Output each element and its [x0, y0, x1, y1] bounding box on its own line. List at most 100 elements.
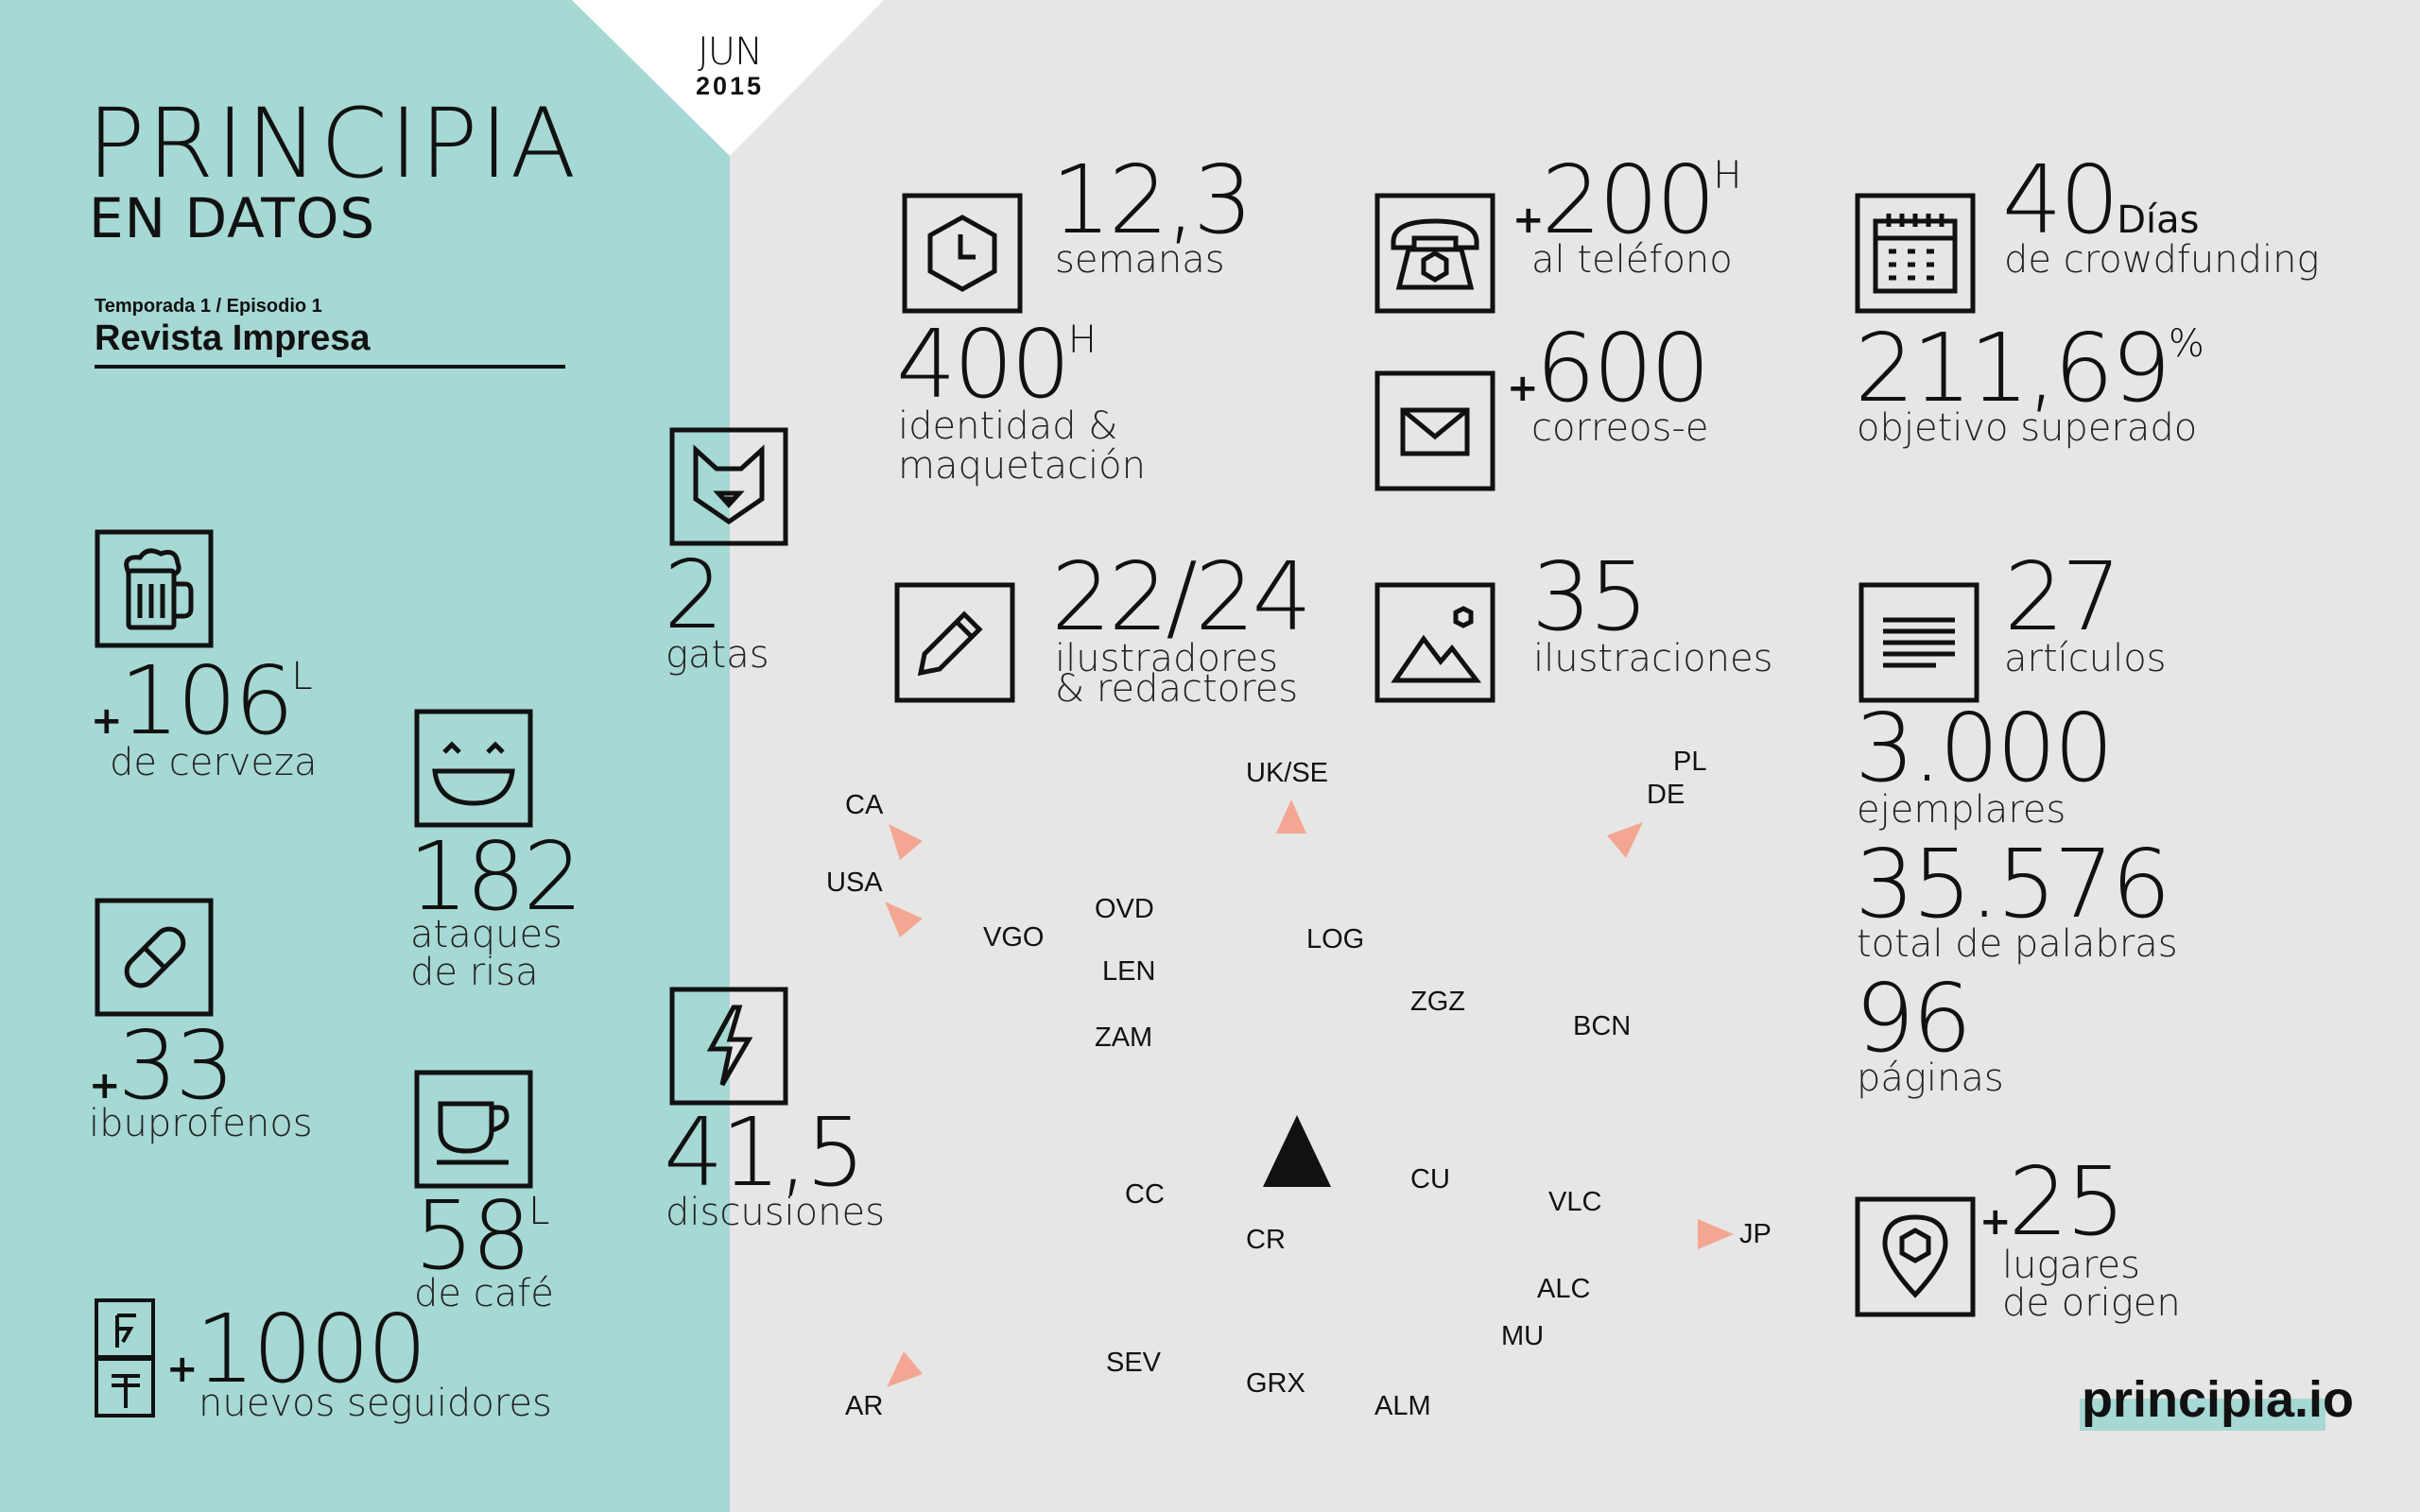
city-log: LOG: [1306, 924, 1365, 954]
emails-prefix: +: [1507, 367, 1538, 410]
coffee-value: 58: [414, 1180, 531, 1291]
pill-icon: [95, 898, 214, 1017]
emails-value: 600: [1535, 313, 1711, 423]
title-divider: [95, 365, 565, 369]
weeks-value: 12,3: [1051, 145, 1253, 255]
pages-value: 96: [1855, 963, 1972, 1074]
telephone-icon: [1374, 193, 1495, 314]
followers-stat: +1000: [166, 1302, 427, 1397]
weeks-label: semanas: [1055, 238, 1225, 282]
arrow-usa: [885, 902, 923, 937]
illustrators-label-2: & redactores: [1055, 667, 1299, 711]
city-uk-se: UK/SE: [1246, 758, 1329, 788]
city-len: LEN: [1102, 956, 1156, 987]
crowdfunding-value: 40: [2002, 145, 2119, 255]
lightning-icon: [669, 987, 788, 1106]
identity-value: 400: [896, 309, 1071, 420]
article-icon: [1858, 582, 1979, 703]
beer-unit: L: [291, 655, 312, 698]
origins-label-2: de origen: [2002, 1281, 2181, 1325]
arrow-ca: [889, 824, 923, 860]
brand-link[interactable]: principia.io: [2082, 1371, 2355, 1428]
laughing-face-icon: [414, 709, 533, 828]
words-label: total de palabras: [1857, 922, 2178, 966]
pages-label: páginas: [1857, 1057, 2004, 1100]
city-ca: CA: [845, 790, 884, 820]
logo-en-datos: EN DATOS: [89, 186, 376, 250]
crowdfunding-label: de crowdfunding: [2004, 238, 2320, 282]
phone-value: 200: [1541, 145, 1717, 255]
arrow-uk: [1276, 799, 1306, 833]
discussions-label: discusiones: [666, 1191, 885, 1234]
city-cu: CU: [1410, 1164, 1450, 1194]
beer-stat: +106L: [91, 654, 313, 748]
beer-icon: [95, 529, 214, 648]
city-vlc: VLC: [1548, 1187, 1602, 1217]
city-bcn: BCN: [1573, 1011, 1632, 1041]
arrow-pl-de: [1607, 822, 1643, 858]
city-cc: CC: [1125, 1179, 1165, 1210]
illustrations-label: ilustraciones: [1533, 637, 1773, 680]
social-icons: [95, 1298, 157, 1418]
city-ar: AR: [845, 1391, 884, 1421]
pill-value: 33: [117, 1010, 235, 1121]
identity-stat: 400H: [896, 318, 1097, 412]
discussions-value: 41,5: [664, 1097, 866, 1208]
coffee-cup-icon: [414, 1070, 533, 1189]
city-jp: JP: [1739, 1219, 1772, 1249]
arrow-jp: [1698, 1219, 1734, 1249]
emails-stat: +600: [1507, 321, 1710, 416]
followers-prefix: +: [166, 1348, 198, 1391]
copies-value: 3.000: [1855, 693, 2114, 803]
phone-stat: +200H: [1512, 153, 1741, 248]
goal-label: objetivo superado: [1857, 406, 2198, 450]
origins-value: 25: [2008, 1146, 2126, 1257]
illustrations-value: 35: [1531, 541, 1649, 652]
coffee-label: de café: [414, 1272, 554, 1315]
city-pl: PL: [1673, 747, 1707, 777]
copies-label: ejemplares: [1857, 788, 2066, 832]
pill-prefix: +: [89, 1064, 120, 1108]
city-zam: ZAM: [1095, 1022, 1153, 1053]
teal-panel: [0, 0, 730, 1512]
coffee-stat: 58L: [414, 1189, 550, 1283]
beer-value: 106: [119, 645, 295, 756]
pencil-icon: [894, 582, 1015, 703]
city-alc: ALC: [1537, 1274, 1591, 1304]
date-year: 2015: [695, 72, 765, 100]
coffee-unit: L: [528, 1190, 549, 1233]
articles-value: 27: [2004, 541, 2121, 652]
identity-label-2: maquetación: [898, 444, 1146, 488]
words-value: 35.576: [1855, 829, 2171, 939]
city-zgz: ZGZ: [1410, 987, 1465, 1017]
origins-stat: +25: [1979, 1155, 2126, 1249]
illustrators-value: 22/24: [1051, 541, 1312, 652]
cats-value: 2: [664, 540, 724, 650]
identity-label-1: identidad &: [898, 404, 1118, 448]
identity-unit: H: [1067, 318, 1097, 362]
goal-value: 211,69: [1855, 313, 2171, 423]
city-usa: USA: [826, 868, 883, 898]
season-label: Temporada 1 / Episodio 1: [95, 296, 322, 317]
city-vgo: VGO: [983, 922, 1045, 953]
arrow-ar: [887, 1351, 923, 1387]
date-month: JUN: [698, 30, 763, 74]
city-de: DE: [1647, 780, 1685, 810]
episode-title: Revista Impresa: [95, 318, 371, 358]
pill-label: ibuprofenos: [89, 1102, 313, 1145]
beer-prefix: +: [91, 699, 122, 743]
city-sev: SEV: [1106, 1348, 1162, 1378]
crowdfunding-unit: Días: [2117, 198, 2200, 242]
city-alm: ALM: [1374, 1391, 1431, 1421]
phone-unit: H: [1713, 154, 1741, 198]
city-grx: GRX: [1246, 1368, 1305, 1399]
location-pin-icon: [1855, 1196, 1976, 1317]
brand-underline: [2080, 1399, 2325, 1431]
followers-label: nuevos seguidores: [199, 1382, 552, 1425]
envelope-icon: [1374, 370, 1495, 491]
pill-stat: +33: [89, 1019, 235, 1113]
clock-icon: [902, 193, 1023, 314]
laugh-label-2: de risa: [410, 951, 539, 994]
emails-label: correos-e: [1531, 406, 1709, 450]
